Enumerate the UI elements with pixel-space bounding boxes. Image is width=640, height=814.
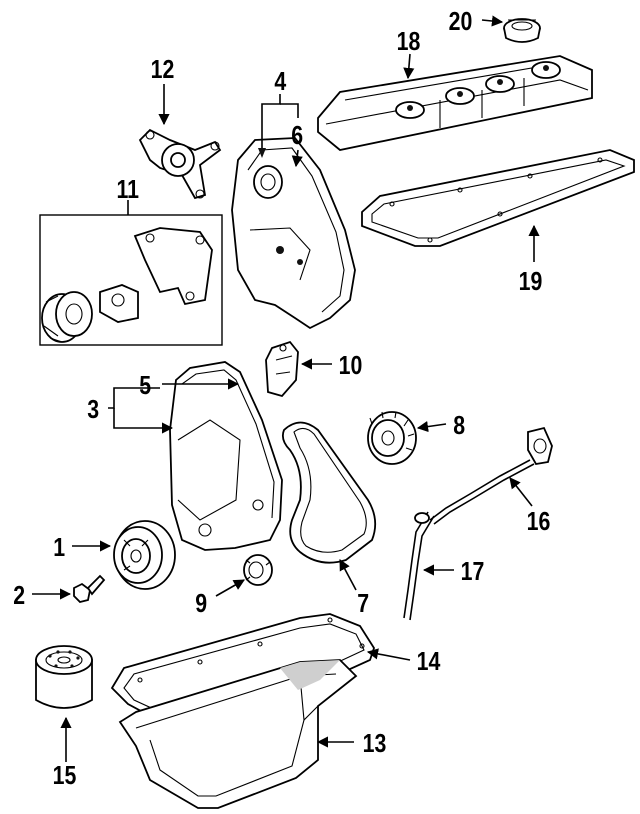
crankshaft-pulley xyxy=(113,520,176,590)
leader-lines xyxy=(32,15,540,762)
callout-15: 15 xyxy=(53,761,77,791)
oil-filter xyxy=(35,645,93,709)
callout-20: 20 xyxy=(449,7,473,37)
tensioner-kit-box xyxy=(39,214,223,346)
callout-labels: 20 18 12 4 6 11 19 10 5 3 8 16 1 17 9 7 … xyxy=(13,7,550,791)
callout-19: 19 xyxy=(519,267,543,297)
callout-16: 16 xyxy=(527,507,551,537)
callout-4: 4 xyxy=(274,67,287,97)
callout-13: 13 xyxy=(363,729,387,759)
callout-7: 7 xyxy=(357,589,369,619)
camshaft-sensor xyxy=(265,340,299,398)
camshaft-sprocket xyxy=(367,411,417,465)
callout-6: 6 xyxy=(291,121,303,151)
valve-cover xyxy=(317,55,593,151)
callout-12: 12 xyxy=(151,55,175,85)
crankshaft-sprocket xyxy=(243,554,273,586)
oil-pan xyxy=(118,659,358,809)
callout-18: 18 xyxy=(397,27,421,57)
tensioner-bracket xyxy=(138,128,222,200)
callout-1: 1 xyxy=(53,533,65,563)
upper-timing-cover xyxy=(231,137,356,330)
callout-9: 9 xyxy=(195,589,207,619)
callout-17: 17 xyxy=(461,557,485,587)
callout-11: 11 xyxy=(116,175,139,205)
dipstick xyxy=(429,426,553,525)
dipstick-tube xyxy=(403,511,435,621)
timing-belt xyxy=(281,421,377,564)
callout-14: 14 xyxy=(417,647,441,677)
lower-timing-cover xyxy=(169,361,283,551)
callout-3: 3 xyxy=(87,395,99,425)
callout-5: 5 xyxy=(139,371,151,401)
callout-2: 2 xyxy=(13,581,25,611)
pulley-bolt xyxy=(73,574,106,603)
oil-filler-cap xyxy=(503,18,541,43)
callout-8: 8 xyxy=(453,411,465,441)
valve-cover-gasket xyxy=(361,149,635,247)
callout-10: 10 xyxy=(339,351,363,381)
